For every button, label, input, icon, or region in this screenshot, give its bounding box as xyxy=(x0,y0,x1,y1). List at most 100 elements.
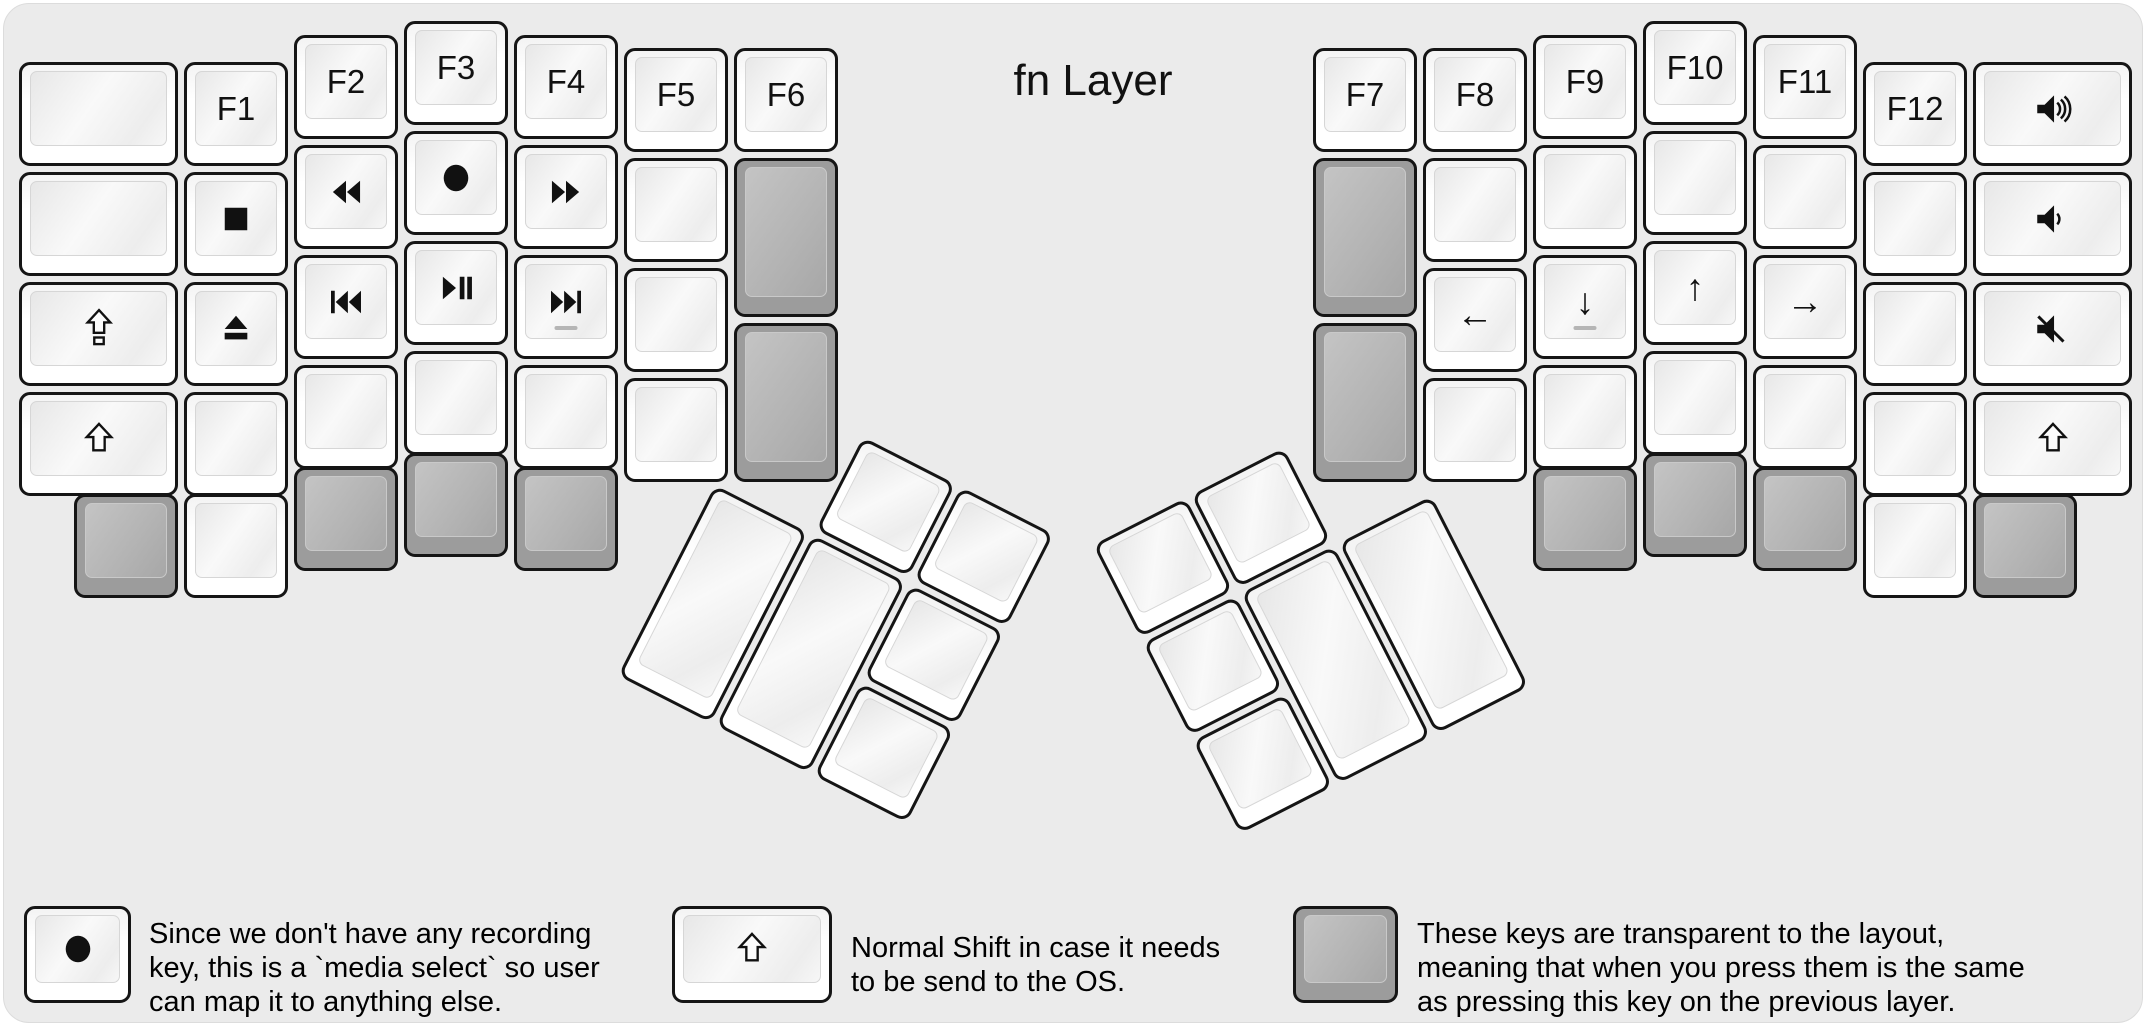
keycap-top: F1 xyxy=(195,71,277,146)
key-transparent[interactable] xyxy=(1533,467,1637,571)
key-transparent[interactable] xyxy=(1973,494,2077,598)
keycap-top: ↓ xyxy=(1544,264,1626,339)
key-shift-example[interactable] xyxy=(672,906,832,1003)
key-blank[interactable] xyxy=(1533,145,1637,249)
key-blank[interactable] xyxy=(624,268,728,372)
keycap-top: F6 xyxy=(745,57,827,132)
key-volume-down[interactable] xyxy=(1973,172,2132,276)
key-transparent[interactable] xyxy=(1313,323,1417,482)
key-blank[interactable] xyxy=(1643,351,1747,455)
key-blank[interactable] xyxy=(1863,392,1967,496)
key-f8[interactable]: F8 xyxy=(1423,48,1527,152)
key-blank[interactable] xyxy=(19,62,178,166)
key-f1[interactable]: F1 xyxy=(184,62,288,166)
key-caps-lock[interactable] xyxy=(19,282,178,386)
key-f7[interactable]: F7 xyxy=(1313,48,1417,152)
keycap-top xyxy=(85,503,167,578)
note-line: can map it to anything else. xyxy=(149,986,503,1018)
keycap-top xyxy=(1324,167,1406,297)
key-transparent[interactable] xyxy=(294,467,398,571)
keycap-top: F2 xyxy=(305,44,387,119)
note-transparent: These keys are transparent to the layout… xyxy=(1417,917,2025,1019)
key-fast-forward[interactable] xyxy=(514,145,618,249)
key-arrow-up[interactable]: ↑ xyxy=(1643,241,1747,345)
key-blank[interactable] xyxy=(624,378,728,482)
keycap-top xyxy=(415,140,497,215)
key-arrow-left[interactable]: ← xyxy=(1423,268,1527,372)
key-blank[interactable] xyxy=(404,351,508,455)
key-stop[interactable] xyxy=(184,172,288,276)
key-blank[interactable] xyxy=(1863,494,1967,598)
key-next-track[interactable] xyxy=(514,255,618,359)
key-blank[interactable] xyxy=(184,494,288,598)
key-rewind[interactable] xyxy=(294,145,398,249)
keycap-top xyxy=(195,401,277,476)
keycap-top xyxy=(525,154,607,229)
key-f12[interactable]: F12 xyxy=(1863,62,1967,166)
key-f11[interactable]: F11 xyxy=(1753,35,1857,139)
key-f2[interactable]: F2 xyxy=(294,35,398,139)
key-f10[interactable]: F10 xyxy=(1643,21,1747,125)
keycap-top: ← xyxy=(1434,277,1516,352)
key-blank[interactable] xyxy=(1863,172,1967,276)
key-blank[interactable] xyxy=(624,158,728,262)
note-line: Normal Shift in case it needs xyxy=(851,932,1221,964)
keycap-top xyxy=(1984,291,2121,366)
keycap-top: ↑ xyxy=(1654,250,1736,325)
key-legend: F10 xyxy=(1666,49,1724,86)
key-transparent[interactable] xyxy=(74,494,178,598)
key-blank[interactable] xyxy=(1643,131,1747,235)
key-shift[interactable] xyxy=(19,392,178,496)
key-play-pause[interactable] xyxy=(404,241,508,345)
keycap-top xyxy=(415,462,497,537)
keycap-top: F9 xyxy=(1544,44,1626,119)
key-blank[interactable] xyxy=(514,365,618,469)
key-transparent[interactable] xyxy=(1753,467,1857,571)
key-transparent[interactable] xyxy=(734,158,838,317)
key-legend: F7 xyxy=(1345,76,1385,113)
key-shift[interactable] xyxy=(1973,392,2132,496)
shift-icon xyxy=(82,420,116,458)
key-transparent[interactable] xyxy=(734,323,838,482)
key-transparent[interactable] xyxy=(514,467,618,571)
key-legend: F1 xyxy=(216,90,256,127)
key-f5[interactable]: F5 xyxy=(624,48,728,152)
key-arrow-down[interactable]: ↓ xyxy=(1533,255,1637,359)
key-mute[interactable] xyxy=(1973,282,2132,386)
keycap-top xyxy=(745,332,827,462)
key-blank[interactable] xyxy=(184,392,288,496)
keycap-top xyxy=(195,503,277,578)
key-volume-up[interactable] xyxy=(1973,62,2132,166)
keycap-top xyxy=(1764,154,1846,229)
key-transparent[interactable] xyxy=(404,453,508,557)
key-eject[interactable] xyxy=(184,282,288,386)
key-blank[interactable] xyxy=(19,172,178,276)
homing-bar xyxy=(554,326,578,330)
key-record-example[interactable] xyxy=(24,906,131,1003)
key-f6[interactable]: F6 xyxy=(734,48,838,152)
next-icon xyxy=(549,287,583,317)
key-f3[interactable]: F3 xyxy=(404,21,508,125)
key-transparent-example[interactable] xyxy=(1293,906,1398,1003)
key-prev-track[interactable] xyxy=(294,255,398,359)
keycap-top xyxy=(30,291,167,366)
key-blank[interactable] xyxy=(1863,282,1967,386)
key-transparent[interactable] xyxy=(1643,453,1747,557)
key-blank[interactable] xyxy=(1533,365,1637,469)
key-transparent[interactable] xyxy=(1313,158,1417,317)
key-f4[interactable]: F4 xyxy=(514,35,618,139)
key-f9[interactable]: F9 xyxy=(1533,35,1637,139)
keycap-top: F10 xyxy=(1654,30,1736,105)
key-blank[interactable] xyxy=(1753,365,1857,469)
key-blank[interactable] xyxy=(294,365,398,469)
key-arrow-right[interactable]: → xyxy=(1753,255,1857,359)
key-legend: ← xyxy=(1456,294,1494,335)
keycap-top xyxy=(635,387,717,462)
key-blank[interactable] xyxy=(1423,158,1527,262)
key-blank[interactable] xyxy=(1423,378,1527,482)
keycap-top xyxy=(1874,291,1956,366)
keycap-top xyxy=(1304,915,1387,983)
key-blank[interactable] xyxy=(1753,145,1857,249)
key-record[interactable] xyxy=(404,131,508,235)
keycap-top xyxy=(305,476,387,551)
